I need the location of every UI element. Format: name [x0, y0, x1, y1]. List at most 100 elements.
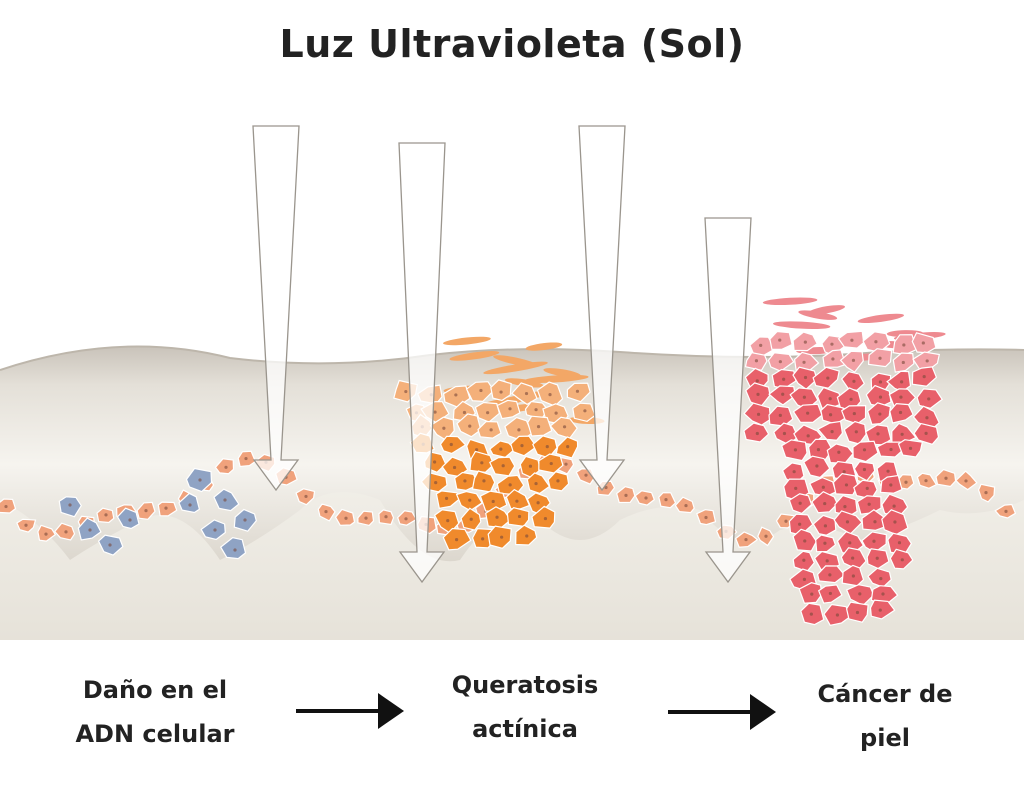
- cell-nucleus: [879, 577, 883, 581]
- keratin-flake: [798, 310, 838, 320]
- cell-nucleus: [803, 340, 807, 344]
- cell-nucleus: [794, 486, 798, 491]
- cell-nucleus: [433, 460, 437, 464]
- cell-nucleus: [44, 532, 48, 536]
- cancer-cell: [861, 509, 889, 531]
- cell-nucleus: [892, 504, 896, 508]
- cell-nucleus: [848, 541, 852, 545]
- uv-ray-arrow-icon: [578, 125, 626, 492]
- cell-nucleus: [823, 541, 827, 545]
- cell-nucleus: [233, 548, 237, 552]
- damaged-cell: [219, 537, 247, 560]
- epidermis-layer: [0, 346, 1024, 562]
- cell-nucleus: [830, 429, 834, 434]
- cell-nucleus: [584, 473, 588, 477]
- keratin-flake: [525, 342, 563, 351]
- cell-nucleus: [874, 340, 878, 344]
- cell-nucleus: [854, 430, 858, 434]
- cell-nucleus: [88, 528, 92, 532]
- cell-nucleus: [889, 483, 893, 487]
- keratin-flake: [773, 321, 831, 330]
- keratin-flake: [857, 313, 905, 324]
- cell-nucleus: [886, 469, 890, 473]
- cell-nucleus: [188, 503, 192, 507]
- cell-nucleus: [900, 432, 904, 436]
- diagram-title: Luz Ultravioleta (Sol): [279, 22, 745, 66]
- cell-nucleus: [823, 524, 828, 528]
- uv-ray-arrow-icon: [398, 142, 446, 584]
- cell-nucleus: [792, 470, 796, 474]
- cell-nucleus: [433, 410, 437, 414]
- keratosis-cell: [439, 435, 467, 455]
- cell-nucleus: [802, 577, 807, 581]
- cell-nucleus: [821, 485, 825, 489]
- cell-nucleus: [944, 476, 948, 480]
- cell-nucleus: [543, 516, 548, 521]
- cell-nucleus: [802, 360, 806, 364]
- cell-nucleus: [828, 413, 833, 417]
- cell-nucleus: [964, 479, 968, 483]
- cell-nucleus: [806, 434, 810, 438]
- cell-nucleus: [810, 592, 814, 596]
- cell-nucleus: [454, 538, 459, 542]
- cell-nucleus: [562, 425, 567, 429]
- cell-nucleus: [835, 613, 840, 617]
- cell-nucleus: [524, 391, 529, 396]
- cell-nucleus: [924, 479, 928, 483]
- basal-cell: [214, 458, 235, 475]
- cell-nucleus: [549, 461, 553, 466]
- cell-nucleus: [900, 558, 904, 562]
- cell-nucleus: [499, 390, 503, 394]
- cell-nucleus: [344, 516, 348, 520]
- cell-nucleus: [468, 498, 472, 502]
- cell-nucleus: [528, 464, 533, 468]
- basal-cell: [0, 498, 17, 514]
- cell-nucleus: [744, 537, 748, 542]
- cell-nucleus: [844, 483, 849, 487]
- cell-nucleus: [878, 395, 883, 399]
- keratosis-cell: [510, 435, 538, 457]
- cell-nucleus: [782, 431, 787, 436]
- cell-nucleus: [520, 444, 524, 448]
- cell-nucleus: [881, 592, 885, 596]
- cell-nucleus: [828, 397, 832, 401]
- cell-nucleus: [304, 494, 308, 499]
- cell-nucleus: [664, 498, 668, 502]
- cancer-cell: [839, 350, 864, 373]
- cell-nucleus: [809, 612, 813, 616]
- cell-nucleus: [454, 393, 458, 397]
- cell-nucleus: [446, 519, 450, 523]
- cell-nucleus: [927, 397, 931, 401]
- cell-nucleus: [495, 515, 499, 519]
- cell-nucleus: [793, 448, 798, 452]
- cell-nucleus: [845, 520, 850, 524]
- cell-nucleus: [475, 448, 479, 452]
- cell-nucleus: [875, 556, 879, 560]
- cell-nucleus: [64, 530, 68, 534]
- cell-nucleus: [782, 377, 786, 381]
- cell-nucleus: [536, 501, 540, 505]
- cell-nucleus: [452, 465, 457, 470]
- keratosis-cell: [531, 505, 556, 529]
- cell-nucleus: [778, 413, 782, 417]
- uv-ray-arrow-icon: [252, 125, 300, 492]
- cell-nucleus: [756, 412, 761, 416]
- cell-nucleus: [830, 342, 834, 346]
- cell-nucleus: [873, 520, 877, 524]
- cell-nucleus: [1004, 509, 1008, 514]
- cell-nucleus: [831, 357, 835, 361]
- cell-nucleus: [826, 376, 830, 380]
- skin-cross-section: [0, 125, 1024, 640]
- cancer-cell: [820, 403, 846, 425]
- cell-nucleus: [463, 479, 467, 483]
- cell-nucleus: [850, 338, 854, 342]
- cancer-cell: [817, 420, 844, 441]
- cell-nucleus: [878, 356, 882, 360]
- keratosis-cell: [511, 382, 538, 406]
- cancer-cell: [812, 366, 840, 389]
- cell-nucleus: [500, 535, 504, 539]
- stage-label-dna-damage: Daño en el ADN celular: [75, 676, 235, 748]
- cell-nucleus: [482, 479, 486, 483]
- cell-nucleus: [755, 431, 759, 436]
- keratosis-cell: [496, 399, 521, 420]
